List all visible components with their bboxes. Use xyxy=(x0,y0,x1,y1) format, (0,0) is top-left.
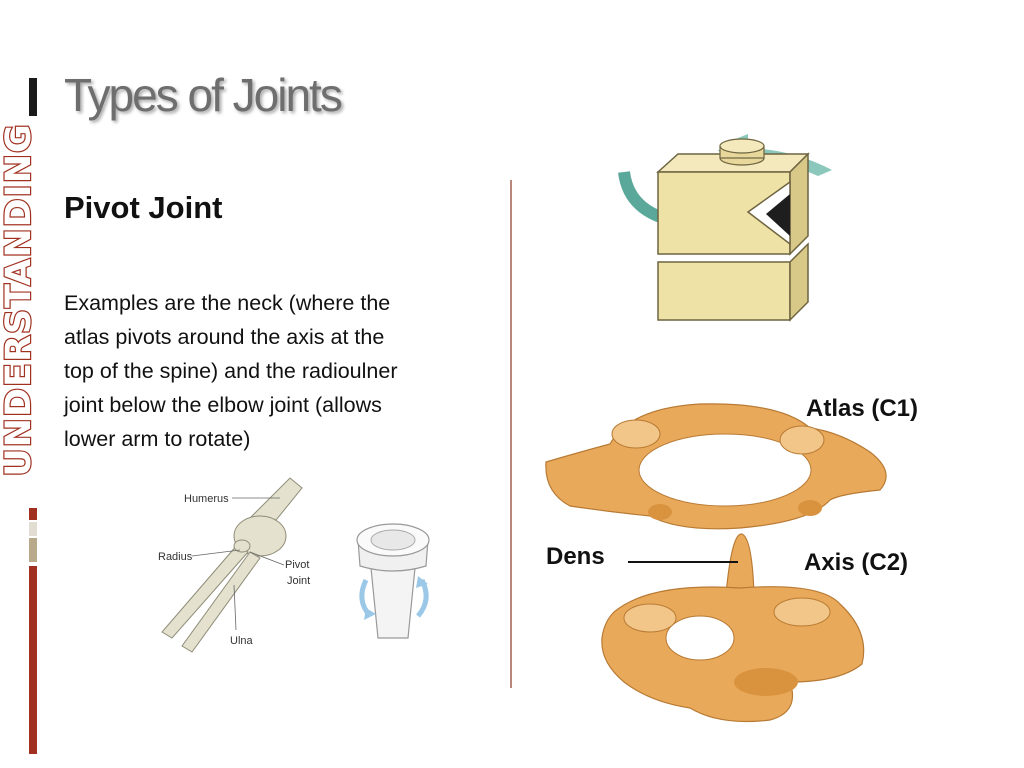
radius-label: Radius xyxy=(158,551,193,563)
elbow-joint-diagram: Humerus Radius Pivot Joint Ulna xyxy=(158,477,310,653)
atlas-label: Atlas (C1) xyxy=(806,395,918,422)
humerus-label: Humerus xyxy=(184,493,229,505)
vertical-section-label: UNDERSTANDING xyxy=(0,122,40,478)
slide-subtitle: Pivot Joint xyxy=(64,190,223,225)
lower-block-side xyxy=(789,242,809,322)
body-line: Examples are the neck (where the xyxy=(64,291,391,315)
atlas-foramen xyxy=(638,433,812,507)
body-line: lower arm to rotate) xyxy=(64,427,251,451)
collar-inner xyxy=(370,529,416,551)
dens-label: Dens xyxy=(546,543,605,570)
lower-block-front xyxy=(657,261,791,321)
ulna-label: Ulna xyxy=(230,635,254,647)
body-line: atlas pivots around the axis at the xyxy=(64,325,385,349)
peg-pivot-illustration xyxy=(356,523,430,639)
body-line: joint below the elbow joint (allows xyxy=(64,393,382,417)
pivot-block-model xyxy=(618,134,832,322)
axis-foramen xyxy=(665,615,735,661)
dens-process xyxy=(725,533,755,595)
bar-segment-red-long xyxy=(29,566,37,754)
body-line: top of the spine) and the radioulner xyxy=(64,359,398,383)
bar-segment-red-small xyxy=(29,508,37,520)
pivot-label-line2: Joint xyxy=(287,575,310,587)
column-divider xyxy=(510,180,512,688)
body-text: Examples are the neck (where the atlas p… xyxy=(64,286,494,456)
vertebrae-diagram: Atlas (C1) Dens Axis (C2) xyxy=(545,395,918,723)
axis-label: Axis (C2) xyxy=(804,549,908,576)
bar-segment-light xyxy=(29,522,37,536)
upper-block-side xyxy=(789,152,809,256)
bar-segment-top-black xyxy=(29,78,37,116)
slide-title: Types of Joints xyxy=(64,69,343,121)
ulna-bone xyxy=(181,551,261,653)
bar-segment-tan xyxy=(29,538,37,562)
pivot-label-line1: Pivot xyxy=(285,559,309,571)
side-decoration: UNDERSTANDING xyxy=(0,0,50,768)
radius-head xyxy=(233,539,251,553)
